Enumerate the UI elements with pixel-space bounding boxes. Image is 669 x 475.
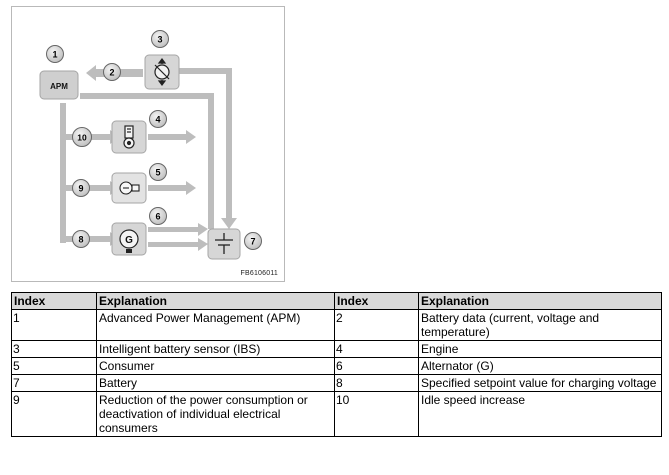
engine-icon xyxy=(123,125,135,149)
callout-4: 4 xyxy=(149,110,167,128)
legend-explanation: Engine xyxy=(418,340,662,358)
callout-10: 10 xyxy=(72,127,92,147)
line-consumer-right xyxy=(148,185,186,191)
header-index-left: Index xyxy=(11,292,97,310)
legend-explanation: Consumer xyxy=(96,357,335,375)
callout-6: 6 xyxy=(149,207,167,225)
arrow-ibs-to-battery-tip xyxy=(221,218,237,229)
legend-row: 1 Advanced Power Management (APM) 2 Batt… xyxy=(11,309,662,341)
legend-index: 6 xyxy=(334,357,419,375)
header-index-right: Index xyxy=(334,292,419,310)
arrow-consumer-tip xyxy=(186,181,196,195)
legend-header-row: Index Explanation Index Explanation xyxy=(11,292,662,310)
legend-index: 8 xyxy=(334,374,419,392)
legend-explanation: Battery data (current, voltage and tempe… xyxy=(418,309,662,341)
legend-index: 5 xyxy=(11,357,97,375)
svg-text:G: G xyxy=(125,235,133,246)
legend-index: 2 xyxy=(334,309,419,341)
callout-9-number: 9 xyxy=(78,184,83,194)
callout-7: 7 xyxy=(244,232,262,250)
headlight-icon xyxy=(119,181,140,195)
callout-2: 2 xyxy=(103,63,121,81)
callout-8: 8 xyxy=(72,230,90,248)
legend-explanation: Alternator (G) xyxy=(418,357,662,375)
connection-lines xyxy=(60,65,237,251)
consumer-box xyxy=(111,172,147,204)
header-explanation-left: Explanation xyxy=(96,292,335,310)
arrow-engine-tip xyxy=(186,130,196,144)
engine-box xyxy=(111,120,147,154)
diagram-canvas: APM xyxy=(39,30,262,260)
line-apm-to-battery-v xyxy=(208,93,214,229)
alternator-box: G xyxy=(111,222,147,256)
callout-5-number: 5 xyxy=(155,168,160,178)
callout-3: 3 xyxy=(151,30,169,48)
legend-row: 7 Battery 8 Specified setpoint value for… xyxy=(11,374,662,392)
arrow-alternator-lower-tip xyxy=(198,238,208,251)
apm-label: APM xyxy=(50,82,68,91)
legend-row: 5 Consumer 6 Alternator (G) xyxy=(11,357,662,375)
callout-5: 5 xyxy=(149,163,167,181)
line-apm-spine xyxy=(60,103,66,243)
legend-explanation: Specified setpoint value for charging vo… xyxy=(418,374,662,392)
callout-4-number: 4 xyxy=(155,115,160,125)
callout-7-number: 7 xyxy=(250,237,255,247)
callout-6-number: 6 xyxy=(155,212,160,222)
callout-1: 1 xyxy=(46,45,64,63)
legend-index: 9 xyxy=(11,391,97,437)
ibs-sensor xyxy=(144,54,180,90)
legend-index: 3 xyxy=(11,340,97,358)
legend-index: 4 xyxy=(334,340,419,358)
line-alternator-lower xyxy=(148,242,198,247)
callout-9: 9 xyxy=(72,179,90,197)
arrow-alternator-upper-tip xyxy=(198,223,208,236)
legend-index: 7 xyxy=(11,374,97,392)
callout-3-number: 3 xyxy=(157,35,162,45)
legend-explanation: Intelligent battery sensor (IBS) xyxy=(96,340,335,358)
line-engine-right xyxy=(148,134,186,140)
legend-index: 1 xyxy=(11,309,97,341)
callout-8-number: 8 xyxy=(78,235,83,245)
line-alternator-upper xyxy=(148,227,198,232)
header-explanation-right: Explanation xyxy=(418,292,662,310)
legend-index: 10 xyxy=(334,391,419,437)
line-apm-to-battery-h xyxy=(80,93,214,99)
line-ibs-column xyxy=(226,68,232,218)
legend-explanation: Advanced Power Management (APM) xyxy=(96,309,335,341)
legend-row: 9 Reduction of the power consumption or … xyxy=(11,391,662,437)
callout-1-number: 1 xyxy=(52,50,57,60)
apm-module: APM xyxy=(39,70,79,100)
system-diagram: APM xyxy=(11,6,285,282)
legend-table: Index Explanation Index Explanation 1 Ad… xyxy=(11,292,662,437)
legend-row: 3 Intelligent battery sensor (IBS) 4 Eng… xyxy=(11,340,662,358)
callout-10-number: 10 xyxy=(77,133,87,143)
legend-explanation: Battery xyxy=(96,374,335,392)
battery-icon xyxy=(215,233,233,254)
legend-explanation: Idle speed increase xyxy=(418,391,662,437)
generator-icon: G xyxy=(119,229,139,253)
battery-box xyxy=(207,228,241,260)
sensor-icon xyxy=(154,58,170,86)
line-ibs-right xyxy=(179,68,232,74)
callout-2-number: 2 xyxy=(109,68,114,78)
legend-explanation: Reduction of the power consumption or de… xyxy=(96,391,335,437)
figure-code: FB6106011 xyxy=(240,270,278,277)
